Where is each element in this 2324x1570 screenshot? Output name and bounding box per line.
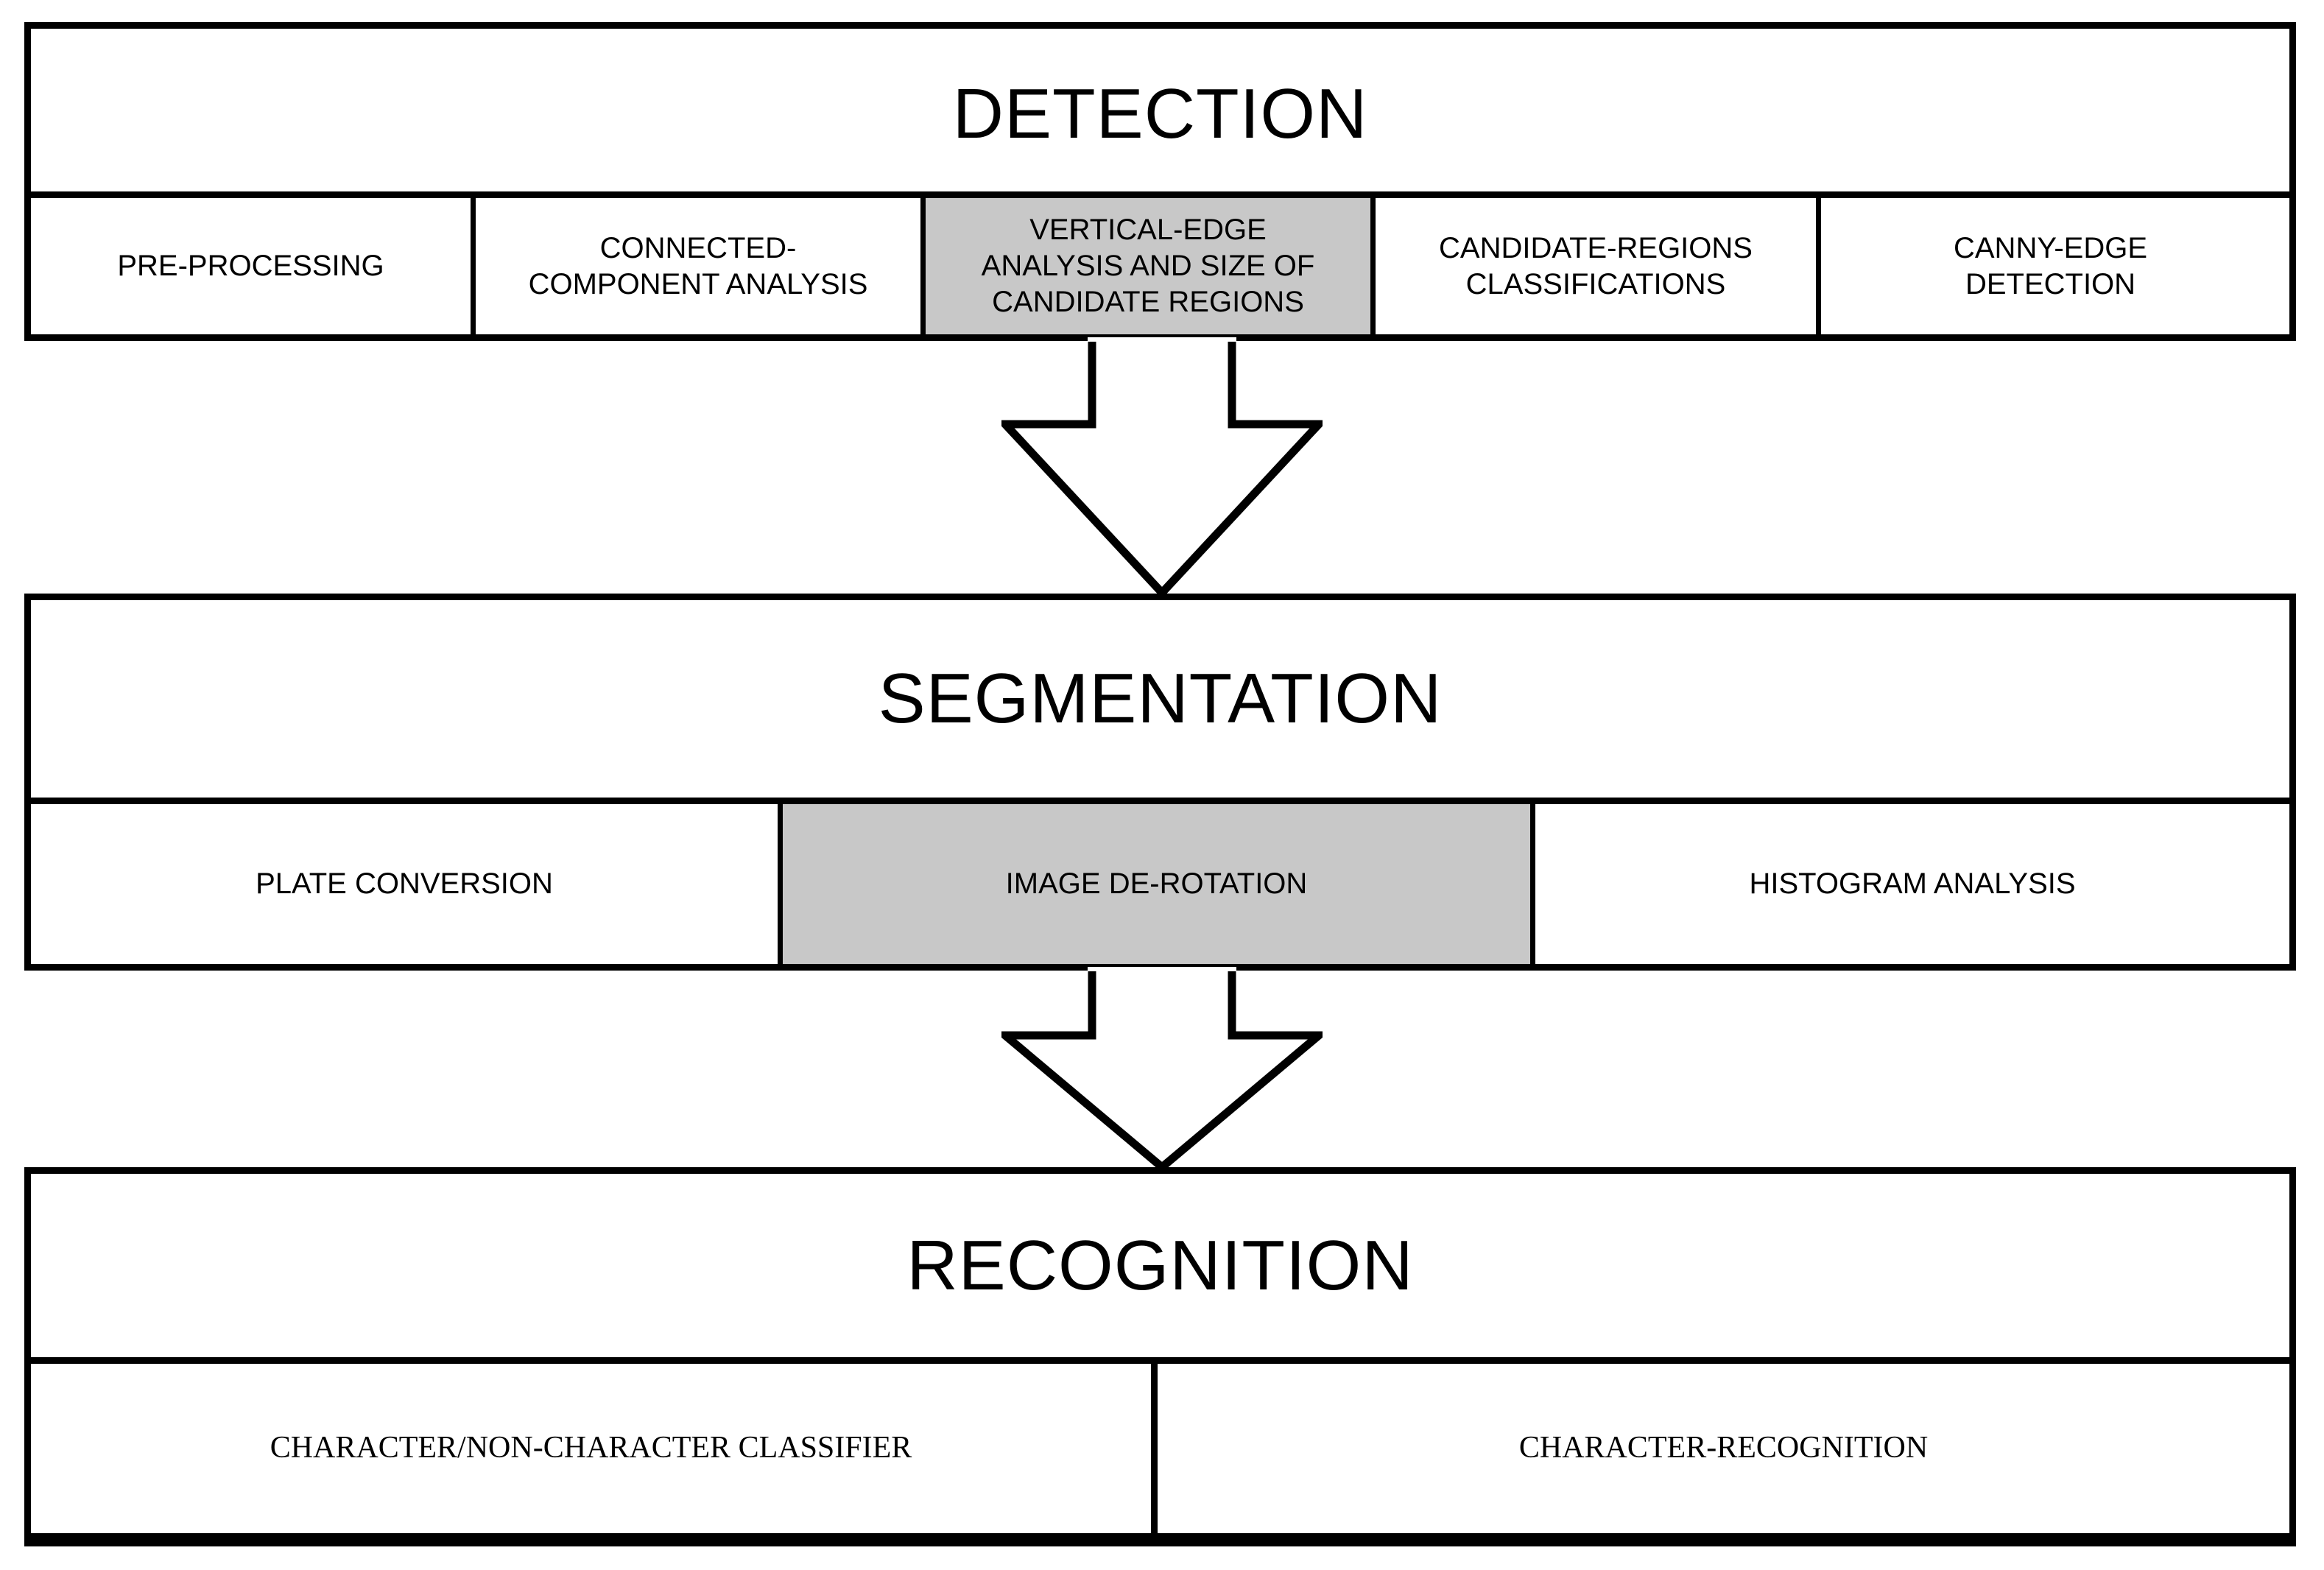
section-segmentation: SEGMENTATION PLATE CONVERSION IMAGE DE-R… bbox=[24, 594, 2296, 971]
step-label: PRE-PROCESSING bbox=[117, 250, 384, 283]
connector-detection-to-segmentation bbox=[1001, 337, 1323, 596]
section-recognition: RECOGNITION CHARACTER/NON-CHARACTER CLAS… bbox=[24, 1167, 2296, 1546]
step-histogram-analysis[interactable]: HISTOGRAM ANALYSIS bbox=[1535, 804, 2289, 964]
step-character-non-character-classifier[interactable]: CHARACTER/NON-CHARACTER CLASSIFIER bbox=[31, 1364, 1158, 1533]
section-detection-title: DETECTION bbox=[952, 74, 1368, 153]
section-detection-steps: PRE-PROCESSING CONNECTED-COMPONENT ANALY… bbox=[31, 191, 2289, 334]
step-pre-processing[interactable]: PRE-PROCESSING bbox=[31, 198, 476, 334]
step-character-recognition[interactable]: CHARACTER-RECOGNITION bbox=[1158, 1364, 2289, 1533]
section-recognition-title: RECOGNITION bbox=[906, 1225, 1414, 1305]
section-recognition-steps: CHARACTER/NON-CHARACTER CLASSIFIER CHARA… bbox=[31, 1357, 2289, 1533]
step-label: CONNECTED-COMPONENT ANALYSIS bbox=[528, 231, 868, 300]
step-label: IMAGE DE-ROTATION bbox=[1005, 867, 1308, 901]
connector-segmentation-to-recognition bbox=[1001, 967, 1323, 1171]
step-label: CHARACTER-RECOGNITION bbox=[1518, 1431, 1929, 1465]
step-image-de-rotation[interactable]: IMAGE DE-ROTATION bbox=[783, 804, 1535, 964]
down-block-arrow-icon bbox=[1001, 967, 1323, 1171]
step-connected-component-analysis[interactable]: CONNECTED-COMPONENT ANALYSIS bbox=[476, 198, 926, 334]
step-label: CHARACTER/NON-CHARACTER CLASSIFIER bbox=[270, 1431, 912, 1465]
section-segmentation-steps: PLATE CONVERSION IMAGE DE-ROTATION HISTO… bbox=[31, 798, 2289, 964]
step-plate-conversion[interactable]: PLATE CONVERSION bbox=[31, 804, 783, 964]
section-segmentation-header: SEGMENTATION bbox=[31, 600, 2289, 798]
step-label: HISTOGRAM ANALYSIS bbox=[1749, 867, 2076, 901]
down-block-arrow-icon bbox=[1001, 337, 1323, 596]
section-detection-header: DETECTION bbox=[31, 29, 2289, 199]
section-recognition-header: RECOGNITION bbox=[31, 1174, 2289, 1357]
section-detection: DETECTION PRE-PROCESSING CONNECTED-COMPO… bbox=[24, 22, 2296, 341]
step-label: PLATE CONVERSION bbox=[256, 867, 553, 901]
section-segmentation-title: SEGMENTATION bbox=[878, 659, 1443, 738]
